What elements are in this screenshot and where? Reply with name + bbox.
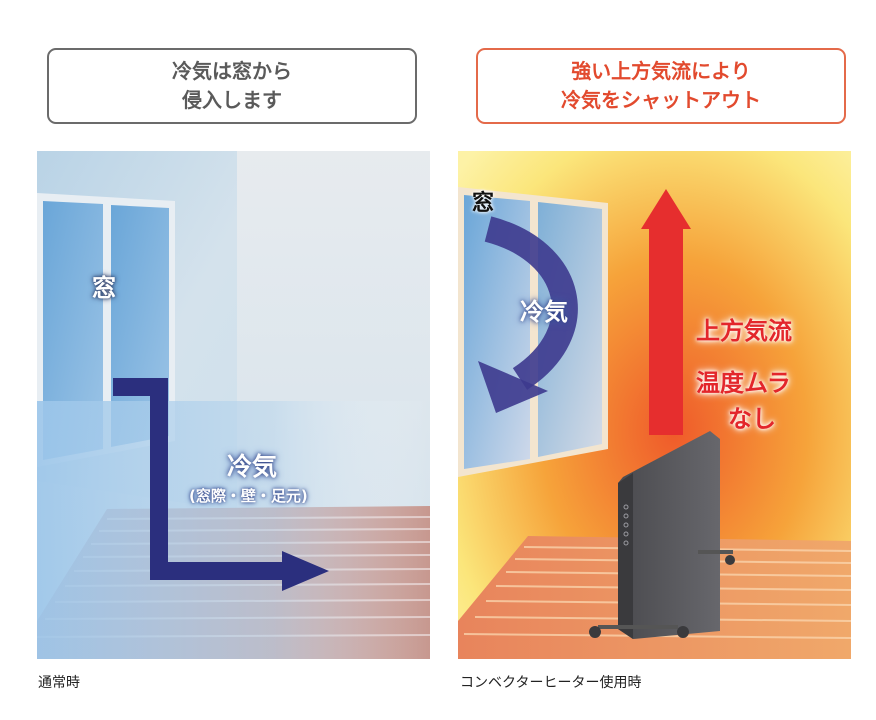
heater-caption: コンベクターヒーター使用時 [460, 675, 642, 691]
updraft-label: 上方気流 [696, 317, 792, 345]
no-temperature-unevenness-line1: 温度ムラ [696, 369, 791, 397]
deflected-cold-air-arrow [484, 216, 578, 390]
convector-heater [618, 431, 720, 639]
heater-room-illustration: 窓 冷気 上方気流 温度ムラ なし [458, 151, 851, 659]
cold-air-label: 冷気 [227, 452, 278, 481]
cold-air-label: 冷気 [520, 298, 568, 326]
cold-air-location-label: (窓際・壁・足元) [189, 487, 308, 505]
heater-room-scene [458, 151, 851, 659]
normal-room-illustration: 窓 冷気 (窓際・壁・足元) [37, 151, 430, 659]
normal-label-line2: 侵入します [182, 88, 282, 112]
updraft-arrow [649, 223, 683, 435]
window-label: 窓 [472, 191, 495, 216]
no-temperature-unevenness-line2: なし [728, 405, 776, 433]
normal-room-scene [37, 151, 430, 659]
heater-label-line2: 冷気をシャットアウト [561, 88, 761, 112]
normal-condition-label-box: 冷気は窓から 侵入します [47, 48, 417, 124]
cold-air-arrow [113, 378, 287, 580]
heater-label-line1: 強い上方気流により [571, 59, 751, 83]
normal-caption: 通常時 [38, 675, 80, 691]
normal-label-line1: 冷気は窓から [172, 59, 292, 83]
heater-condition-label-box: 強い上方気流により 冷気をシャットアウト [476, 48, 846, 124]
window-label: 窓 [92, 274, 116, 302]
